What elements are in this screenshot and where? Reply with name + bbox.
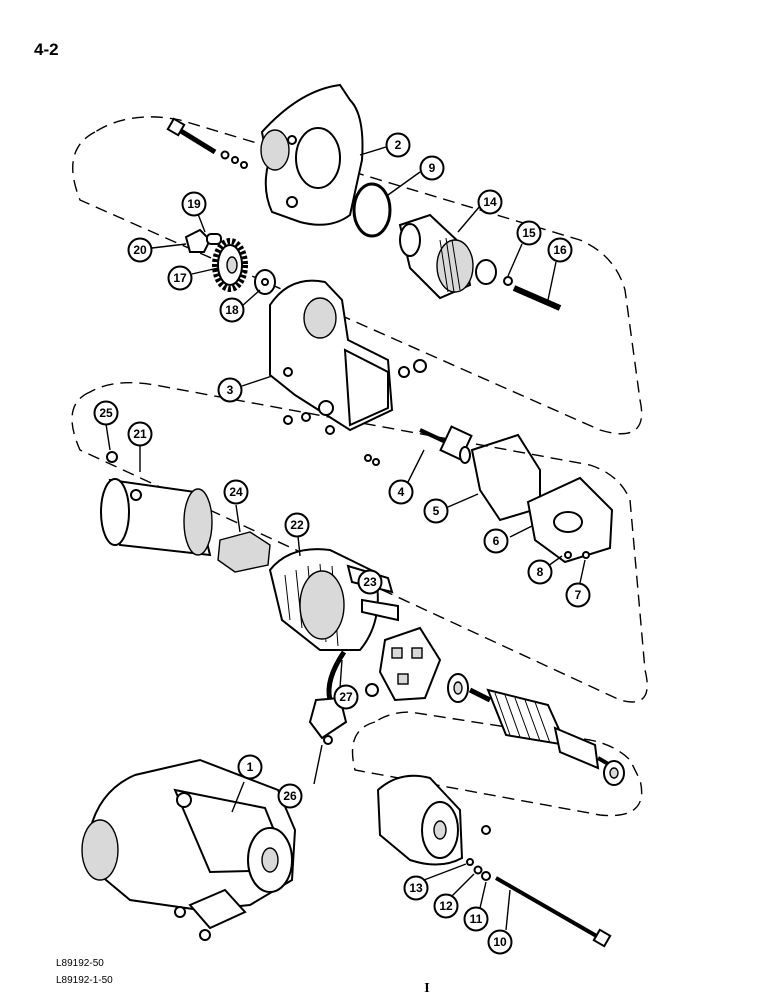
group-outline-middle (71, 381, 648, 703)
group-outline-lower (351, 711, 643, 817)
callout-19-label: 19 (187, 197, 201, 211)
callout-26-label: 26 (283, 789, 297, 803)
callout-13: 13 (403, 875, 429, 901)
through-bolt (495, 876, 612, 948)
o-ring (352, 182, 392, 238)
callout-1: 1 (237, 754, 263, 780)
callout-12: 12 (433, 893, 459, 919)
callout-7: 7 (565, 582, 591, 608)
solenoid-frame (269, 279, 427, 435)
callout-16: 16 (547, 237, 573, 263)
callout-11-label: 11 (470, 912, 483, 926)
callout-24: 24 (223, 479, 249, 505)
callout-25-label: 25 (99, 406, 113, 420)
frame-screw (106, 451, 118, 463)
brush-holder (365, 626, 442, 702)
field-coil-assembly (268, 548, 399, 651)
callout-21-label: 21 (133, 427, 147, 441)
callout-11: 11 (463, 906, 489, 932)
armature-bearing-front (447, 673, 469, 703)
callout-26: 26 (277, 783, 303, 809)
callout-17: 17 (167, 265, 193, 291)
callout-1-label: 1 (247, 760, 254, 774)
callout-12-label: 12 (439, 899, 453, 913)
page-number: 4-2 (34, 40, 59, 59)
callout-10-label: 10 (493, 935, 507, 949)
callout-22: 22 (284, 512, 310, 538)
field-frame (100, 478, 213, 557)
callout-2: 2 (385, 132, 411, 158)
callout-13-label: 13 (409, 881, 423, 895)
callout-3-label: 3 (227, 383, 234, 397)
callout-18-label: 18 (225, 303, 239, 317)
callout-14: 14 (477, 189, 503, 215)
armature-bearing-rear (603, 760, 625, 786)
callout-10: 10 (487, 929, 513, 955)
steel-ball (503, 276, 513, 286)
callout-15-label: 15 (522, 226, 536, 240)
reference-code-2: L89192-1-50 (56, 975, 113, 986)
callout-8: 8 (527, 559, 553, 585)
callout-3: 3 (217, 377, 243, 403)
callout-14-label: 14 (483, 195, 497, 209)
callout-27: 27 (333, 684, 359, 710)
field-lead-wire (308, 650, 348, 745)
callout-16-label: 16 (553, 243, 567, 257)
callout-4: 4 (388, 479, 414, 505)
callout-23-label: 23 (363, 575, 377, 589)
solenoid-cover (526, 476, 614, 564)
callout-6: 6 (483, 528, 509, 554)
pinion-clutch-assembly (398, 213, 497, 300)
idler-gear (212, 238, 276, 295)
pole-shoe (217, 531, 271, 573)
drive-end-housing (166, 83, 364, 226)
callout-2-label: 2 (395, 138, 402, 152)
callout-27-label: 27 (339, 690, 353, 704)
callout-15: 15 (516, 220, 542, 246)
callout-24-label: 24 (229, 485, 243, 499)
callout-22-label: 22 (290, 518, 304, 532)
callout-18: 18 (219, 297, 245, 323)
commutator-end-cover (376, 774, 491, 881)
footer-mark: I (424, 981, 429, 996)
reference-code-1: L89192-50 (56, 958, 104, 969)
solenoid-plunger (364, 425, 473, 466)
callout-6-label: 6 (493, 534, 500, 548)
leader-lines (105, 146, 586, 931)
armature (468, 687, 612, 770)
callout-7-label: 7 (575, 588, 582, 602)
starter-motor-assembly (81, 758, 297, 941)
callout-5: 5 (423, 498, 449, 524)
callout-20-label: 20 (133, 243, 147, 257)
callout-9: 9 (419, 155, 445, 181)
callout-19: 19 (181, 191, 207, 217)
callout-21: 21 (127, 421, 153, 447)
callout-9-label: 9 (429, 161, 436, 175)
callout-23: 23 (357, 569, 383, 595)
group-outline-upper (72, 116, 643, 435)
idler-retainer (184, 228, 222, 253)
callout-4-label: 4 (398, 485, 405, 499)
callout-8-label: 8 (537, 565, 544, 579)
callout-5-label: 5 (433, 504, 440, 518)
callout-20: 20 (127, 237, 153, 263)
callout-25: 25 (93, 400, 119, 426)
return-spring (512, 285, 562, 311)
callout-17-label: 17 (173, 271, 187, 285)
